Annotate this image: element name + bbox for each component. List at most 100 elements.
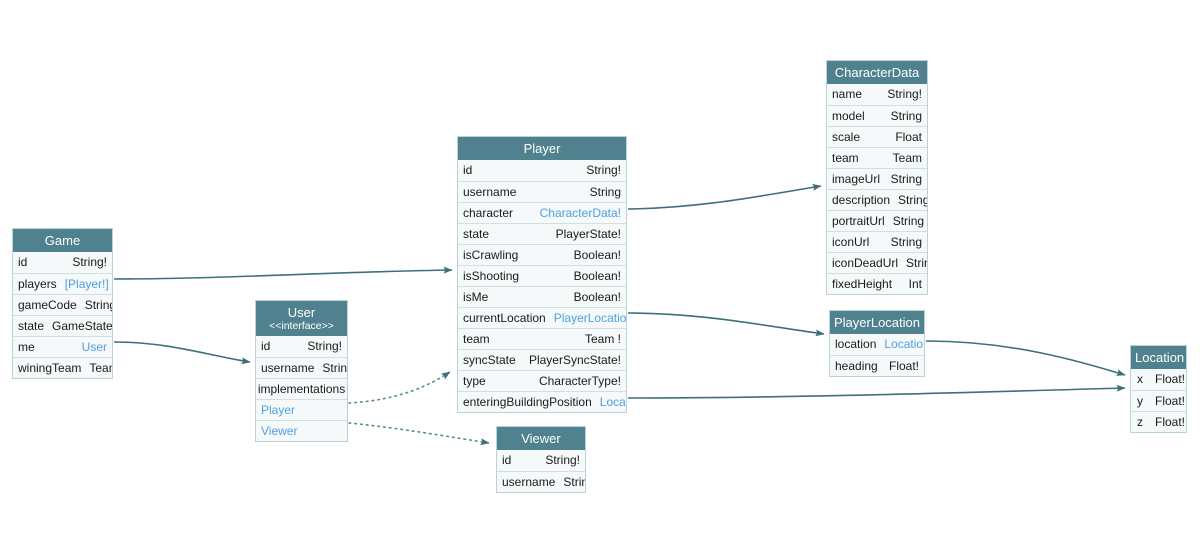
field-row[interactable]: fixedHeight Int: [827, 273, 927, 294]
field-row[interactable]: isShooting Boolean!: [458, 265, 626, 286]
field-row[interactable]: model String: [827, 105, 927, 126]
field-type: String: [890, 108, 922, 123]
field-row[interactable]: isMe Boolean!: [458, 286, 626, 307]
field-name: type: [463, 373, 486, 388]
implementation-name[interactable]: Player: [261, 402, 296, 417]
field-row[interactable]: username String: [458, 181, 626, 202]
field-name: id: [18, 255, 28, 269]
field-row[interactable]: gameCode String!: [13, 294, 112, 315]
field-type-link[interactable]: User: [81, 339, 107, 354]
field-name: me: [18, 339, 35, 354]
field-row[interactable]: z Float!: [1131, 411, 1186, 432]
field-row[interactable]: id String!: [497, 450, 585, 471]
field-row[interactable]: state GameState!: [13, 315, 112, 336]
field-row[interactable]: players [Player!]: [13, 273, 112, 294]
field-name: imageUrl: [832, 171, 881, 186]
field-name: syncState: [463, 352, 516, 367]
field-type: String: [906, 255, 927, 270]
field-row[interactable]: location Location!: [830, 334, 924, 355]
entity-playerlocation[interactable]: PlayerLocation location Location! headin…: [829, 310, 925, 377]
implementation-name[interactable]: Viewer: [261, 423, 298, 438]
field-row[interactable]: x Float!: [1131, 369, 1186, 390]
field-row[interactable]: iconDeadUrl String: [827, 252, 927, 273]
field-name: isCrawling: [463, 247, 519, 262]
field-name: iconUrl: [832, 234, 870, 249]
field-type: Float!: [1155, 393, 1186, 408]
field-row[interactable]: scale Float: [827, 126, 927, 147]
field-name: enteringBuildingPosition: [463, 394, 592, 409]
entity-game[interactable]: Game id String! players [Player!] gameCo…: [12, 228, 113, 379]
field-type-link[interactable]: CharacterData!: [539, 205, 621, 220]
field-row[interactable]: id String!: [256, 336, 347, 357]
field-row[interactable]: me User: [13, 336, 112, 357]
field-row[interactable]: name String!: [827, 84, 927, 105]
field-name: isMe: [463, 289, 489, 304]
field-name: x: [1137, 372, 1143, 386]
implementation-item-player[interactable]: Player: [256, 399, 347, 420]
field-row[interactable]: isCrawling Boolean!: [458, 244, 626, 265]
field-name: id: [261, 339, 271, 353]
field-row[interactable]: team Team: [827, 147, 927, 168]
field-type: Float!: [888, 358, 919, 373]
field-name: gameCode: [18, 297, 77, 312]
field-row[interactable]: username String: [256, 357, 347, 378]
entity-player[interactable]: Player id String! username String charac…: [457, 136, 627, 413]
field-row[interactable]: syncState PlayerSyncState!: [458, 349, 626, 370]
field-type: Team !: [584, 331, 621, 346]
field-type-link[interactable]: PlayerLocation!: [553, 310, 626, 325]
field-type-link[interactable]: [Player!]: [64, 276, 109, 291]
field-type: String: [890, 171, 922, 186]
field-type: String: [892, 213, 925, 228]
implementations-label: implementations: [257, 381, 346, 396]
field-row[interactable]: y Float!: [1131, 390, 1186, 411]
field-row[interactable]: enteringBuildingPosition Location: [458, 391, 626, 412]
field-name: scale: [832, 129, 861, 144]
field-name: username: [463, 184, 517, 199]
field-name: character: [463, 205, 514, 220]
entity-location-title: Location: [1131, 346, 1186, 369]
entity-user-stereotype: <<interface>>: [269, 320, 334, 332]
field-row[interactable]: description String: [827, 189, 927, 210]
field-row[interactable]: imageUrl String: [827, 168, 927, 189]
field-name: description: [832, 192, 891, 207]
field-row[interactable]: currentLocation PlayerLocation!: [458, 307, 626, 328]
entity-user[interactable]: User <<interface>> id String! username S…: [255, 300, 348, 442]
field-name: id: [502, 453, 512, 467]
field-type-link[interactable]: Location: [599, 394, 626, 409]
field-row[interactable]: username String: [497, 471, 585, 492]
field-row[interactable]: id String!: [13, 252, 112, 273]
field-name: username: [261, 360, 315, 375]
field-row[interactable]: portraitUrl String: [827, 210, 927, 231]
entity-user-title: User <<interface>>: [256, 301, 347, 336]
field-type: String: [589, 184, 621, 199]
field-name: location: [835, 337, 877, 351]
edge-game-me-user: [113, 341, 251, 365]
field-row[interactable]: state PlayerState!: [458, 223, 626, 244]
field-name: portraitUrl: [832, 213, 885, 228]
entity-viewer[interactable]: Viewer id String! username String: [496, 426, 586, 493]
field-name: id: [463, 163, 473, 177]
entity-characterdata[interactable]: CharacterData name String! model String …: [826, 60, 928, 295]
field-row[interactable]: type CharacterType!: [458, 370, 626, 391]
field-row[interactable]: id String!: [458, 160, 626, 181]
field-row[interactable]: winingTeam Team: [13, 357, 112, 378]
field-type: String!: [545, 453, 580, 467]
entity-user-name: User: [287, 305, 316, 320]
field-row[interactable]: iconUrl String: [827, 231, 927, 252]
field-name: y: [1137, 393, 1143, 408]
field-row[interactable]: character CharacterData!: [458, 202, 626, 223]
field-name: iconDeadUrl: [832, 255, 899, 270]
implementation-item-viewer[interactable]: Viewer: [256, 420, 347, 441]
edge-playerlocation-location: [925, 340, 1126, 376]
field-type: Team: [892, 150, 922, 165]
field-type: String: [322, 360, 347, 375]
field-type: Team: [89, 360, 112, 375]
field-row[interactable]: team Team !: [458, 328, 626, 349]
field-row[interactable]: heading Float!: [830, 355, 924, 376]
field-type-link[interactable]: Location!: [884, 337, 924, 351]
edge-game-players-player: [113, 266, 453, 280]
entity-location[interactable]: Location x Float! y Float! z Float!: [1130, 345, 1187, 433]
field-type: Float!: [1155, 414, 1186, 429]
edge-player-enteringbuildingposition-location: [627, 384, 1126, 399]
